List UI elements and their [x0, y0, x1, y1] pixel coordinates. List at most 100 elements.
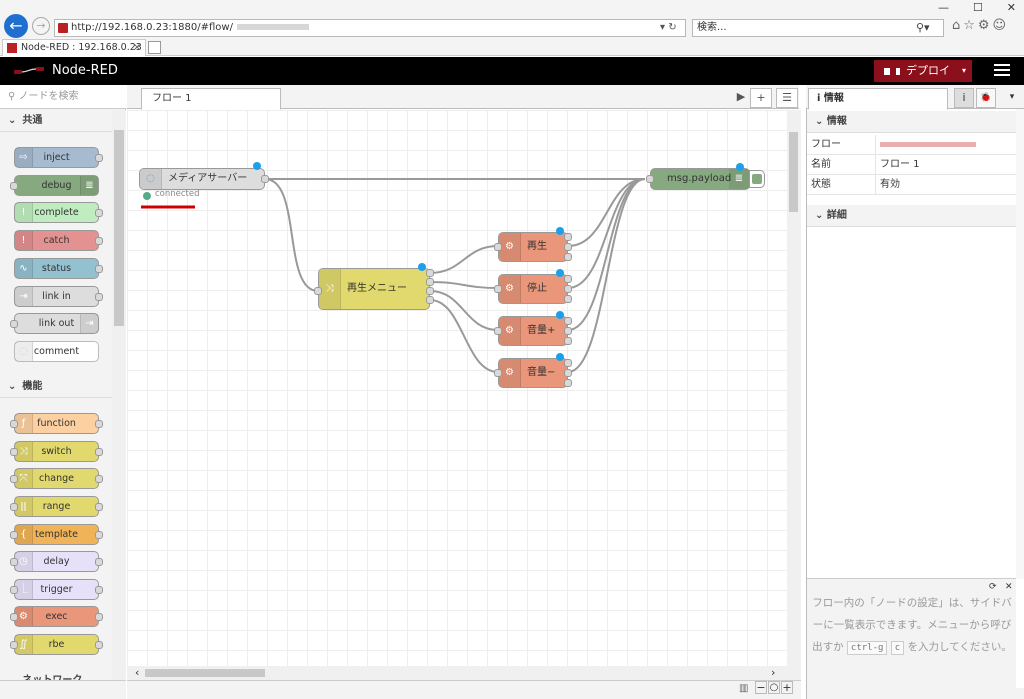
flow-list-button[interactable]: ☰ [776, 88, 798, 108]
node-input-port[interactable] [314, 287, 322, 295]
zoom-reset-button[interactable]: ○ [768, 681, 780, 694]
back-button[interactable]: ← [4, 14, 28, 38]
scroll-right-arrow[interactable]: › [771, 666, 776, 679]
zoom-out-button[interactable]: − [755, 681, 767, 694]
section-info-header[interactable]: ⌄ 情報 [807, 111, 1016, 133]
node-input-port[interactable] [494, 327, 502, 335]
scroll-left-arrow[interactable]: ‹ [135, 666, 140, 679]
palette-node-link-out[interactable]: ⇥link out [10, 313, 99, 334]
node-exec-voldown[interactable]: ⚙ 音量− [498, 358, 568, 388]
address-bar[interactable]: http://192.168.0.23:1880/#flow/ [54, 19, 686, 37]
minimize-button[interactable]: — [938, 1, 949, 14]
sidebar-tab-menu-icon[interactable]: ▾ [1009, 92, 1015, 102]
debug-toggle-button[interactable] [749, 170, 765, 188]
port [10, 420, 18, 428]
node-output-port[interactable] [426, 278, 434, 286]
node-output-port[interactable] [564, 379, 572, 387]
node-input-port[interactable] [494, 285, 502, 293]
node-output-port[interactable] [564, 295, 572, 303]
palette-node-change[interactable]: ⤧change [10, 468, 103, 489]
refresh-icon[interactable]: ⟳ [989, 582, 997, 592]
node-exec-stop[interactable]: ⚙ 停止 [498, 274, 568, 304]
node-switch-menu[interactable]: ⤨ 再生メニュー [318, 268, 430, 310]
palette-node-trigger[interactable]: ⎿trigger [10, 579, 103, 600]
section-detail-header[interactable]: ⌄ 詳細 [807, 205, 1016, 227]
palette-node-inject[interactable]: ⇨inject [14, 147, 103, 168]
tab-scroll-button[interactable]: ▶ [736, 90, 746, 103]
add-flow-button[interactable]: + [750, 88, 772, 108]
forward-button[interactable]: → [32, 17, 50, 35]
palette-search-input[interactable]: ⚲ ノードを検索 [0, 85, 126, 109]
main-menu-button[interactable] [994, 62, 1010, 78]
canvas-vertical-scroll-thumb[interactable] [789, 132, 798, 212]
palette-node-template[interactable]: {template [10, 524, 103, 545]
node-output-port[interactable] [426, 287, 434, 295]
palette-node-switch[interactable]: ⤨switch [10, 441, 103, 462]
flow-canvas[interactable]: ◌ メディアサーバー connected ⤨ 再生メニュー ⚙ 再生 ⚙ 停止 … [127, 110, 787, 666]
browser-search-input[interactable]: 検索... [692, 19, 944, 37]
status-dot-icon [143, 192, 151, 200]
changed-indicator-dot [556, 311, 564, 319]
palette-node-exec[interactable]: ⚙exec [10, 606, 103, 627]
address-controls[interactable]: ▾ ↻ [660, 22, 677, 33]
palette-category-header[interactable]: ⌄共通 [0, 110, 112, 132]
node-output-port[interactable] [426, 269, 434, 277]
node-output-port[interactable] [564, 253, 572, 261]
browser-toolbar-icons[interactable]: ⌂☆⚙☺ [952, 18, 1010, 33]
close-window-button[interactable]: ✕ [1006, 1, 1016, 14]
canvas-vertical-scrollbar[interactable] [787, 110, 801, 666]
palette-node-comment[interactable]: ◌comment [14, 341, 99, 362]
node-input-port[interactable] [494, 243, 502, 251]
deploy-button[interactable]: デプロイ ▾ [874, 60, 972, 82]
palette-node-catch[interactable]: !catch [14, 230, 103, 251]
node-input-port[interactable] [646, 175, 654, 183]
node-output-port[interactable] [564, 359, 572, 367]
node-output-port[interactable] [564, 369, 572, 377]
palette-node-delay[interactable]: ◷delay [10, 551, 103, 572]
port [95, 586, 103, 594]
palette-node-icon: ! [15, 203, 33, 222]
sidebar-info-tab-button[interactable]: i [954, 88, 974, 108]
menu-bar-2 [994, 69, 1010, 71]
search-icon[interactable]: ⚲▾ [916, 21, 930, 34]
palette-node-icon: ⤧ [15, 469, 33, 488]
sidebar-debug-tab-button[interactable]: 🐞 [976, 88, 996, 108]
node-input-port[interactable] [494, 369, 502, 377]
port [10, 641, 18, 649]
tab-flow-1[interactable]: フロー 1 [141, 88, 281, 110]
node-debug-payload[interactable]: msg.payload ≣ [650, 168, 750, 190]
new-tab-button[interactable] [148, 41, 161, 54]
node-output-port[interactable] [564, 243, 572, 251]
close-icon[interactable]: ✕ [1005, 582, 1013, 592]
zoom-in-button[interactable]: + [781, 681, 793, 694]
node-output-port[interactable] [564, 285, 572, 293]
node-output-port[interactable] [564, 337, 572, 345]
node-output-port[interactable] [564, 327, 572, 335]
palette-scroll-thumb[interactable] [114, 130, 124, 326]
maximize-button[interactable]: ☐ [972, 1, 983, 14]
palette-node-status[interactable]: ∿status [14, 258, 103, 279]
palette-node-rbe[interactable]: ∬rbe [10, 634, 103, 655]
sidebar-scrollbar[interactable] [1016, 109, 1024, 579]
canvas-horizontal-scrollbar[interactable]: ‹ › [127, 666, 801, 680]
palette-category-header[interactable]: ⌄機能 [0, 376, 112, 398]
node-output-port[interactable] [564, 275, 572, 283]
node-exec-volup[interactable]: ⚙ 音量+ [498, 316, 568, 346]
node-exec-play[interactable]: ⚙ 再生 [498, 232, 568, 262]
node-output-port[interactable] [261, 175, 269, 183]
chevron-down-icon[interactable]: ▾ [961, 66, 966, 75]
tab-close-icon[interactable]: × [133, 42, 141, 53]
navigator-button[interactable]: ▥ [739, 683, 749, 694]
browser-tab[interactable]: Node-RED : 192.168.0.23 × [2, 39, 146, 56]
node-output-port[interactable] [564, 233, 572, 241]
node-media-server[interactable]: ◌ メディアサーバー [139, 168, 265, 190]
palette-node-link-in[interactable]: ⇥link in [14, 286, 103, 307]
palette-node-debug[interactable]: ≣debug [10, 175, 99, 196]
tab-info[interactable]: i 情報 [808, 88, 948, 110]
palette-node-complete[interactable]: !complete [14, 202, 103, 223]
node-output-port[interactable] [564, 317, 572, 325]
node-output-port[interactable] [426, 296, 434, 304]
canvas-horizontal-scroll-thumb[interactable] [145, 669, 265, 677]
